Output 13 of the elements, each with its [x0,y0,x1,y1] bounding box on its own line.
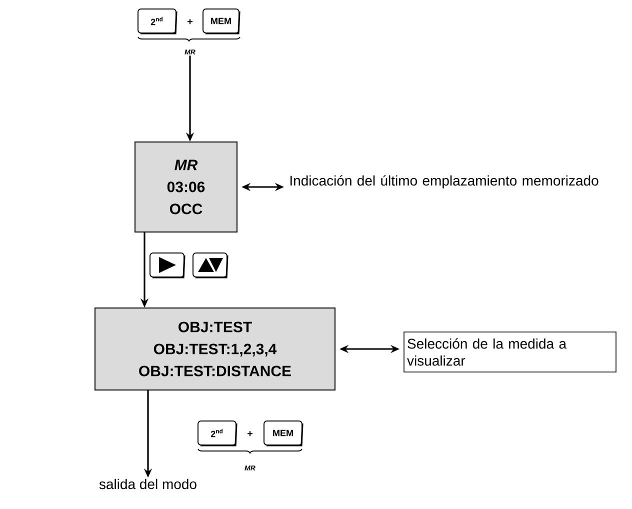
key-button [150,252,186,278]
key-button: 2$^{nd}$ [198,420,238,446]
note-text: Indicación del último emplazamiento memorizado [290,175,598,188]
key-button: MEM [202,8,240,34]
display-box: MR 03:06 OCC [134,142,238,232]
key-button: 2$^{nd}$ [138,8,178,34]
key-button: MEM [264,420,304,446]
note-box: Selección de la medida a visualizar [404,332,616,372]
display-box: OBJ:TEST OBJ:TEST:1,2,3,4 OBJ:TEST:DISTANCE [94,308,336,390]
exit-text: salida del modo [99,478,196,490]
key-button [192,252,228,278]
plus-sign: + [188,19,193,24]
plus-sign: + [248,431,253,436]
